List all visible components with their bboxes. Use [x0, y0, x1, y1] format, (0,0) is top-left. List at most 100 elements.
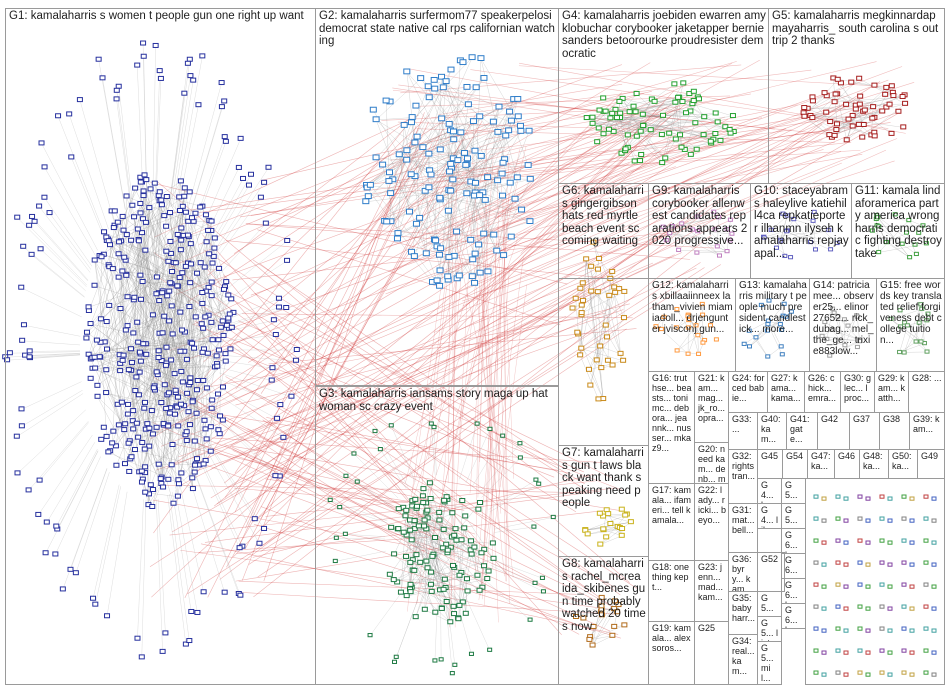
edge	[406, 132, 461, 152]
group-label-g35: G35: baby harr...	[732, 593, 756, 623]
edge	[192, 122, 891, 214]
edge	[95, 368, 162, 404]
group-label-g22: G22: lady... ricki... beyo...	[698, 485, 727, 525]
edge	[414, 570, 463, 603]
group-label-g48: G48: ka...	[863, 451, 886, 471]
edge	[184, 82, 222, 221]
edge	[198, 122, 490, 245]
group-label-g50: G50: ka...	[892, 451, 915, 471]
edge	[227, 349, 555, 478]
edge	[389, 172, 435, 241]
edge	[225, 240, 608, 279]
group-label-g54: G54	[786, 451, 804, 461]
edge	[496, 168, 507, 582]
edge	[390, 117, 763, 161]
edge	[621, 133, 716, 154]
edge	[17, 217, 87, 287]
edge	[241, 114, 431, 296]
edge	[25, 352, 81, 356]
edge	[194, 320, 587, 590]
group-box-g28: G28: ...	[908, 371, 945, 413]
group-label-g36: G36: byry... kam...	[732, 554, 755, 592]
edge	[393, 554, 447, 603]
edge	[426, 512, 455, 538]
edge	[188, 307, 190, 386]
group-box-g31: G31: mat... bell...	[728, 503, 758, 553]
edge	[198, 457, 240, 549]
edge	[150, 182, 568, 285]
edge	[219, 354, 296, 362]
edge	[458, 255, 479, 453]
edge	[137, 437, 180, 485]
edge	[124, 257, 172, 307]
edge	[474, 196, 503, 284]
edge	[430, 175, 473, 277]
edge	[99, 357, 132, 458]
node	[574, 329, 581, 335]
group-box-g4x: G4... ka...	[757, 478, 782, 504]
edge	[244, 386, 615, 588]
edge	[675, 126, 726, 140]
edge	[411, 174, 494, 236]
edge	[480, 58, 521, 127]
edge	[447, 541, 472, 554]
edge	[169, 210, 181, 414]
edge	[366, 147, 424, 186]
edge	[254, 293, 585, 484]
edge	[213, 256, 228, 326]
edge	[260, 264, 721, 552]
edge	[636, 99, 700, 137]
edge	[345, 533, 386, 537]
group-label-g40: G40: kam...	[761, 414, 784, 444]
edge	[253, 254, 675, 455]
edge	[400, 510, 407, 593]
edge	[117, 349, 132, 405]
edge	[213, 411, 280, 477]
node	[597, 343, 604, 349]
group-box-g16: G16: truthse... beasts... tonimc... debo…	[648, 371, 695, 484]
edge	[122, 216, 197, 465]
group-label-g26: G26: chick... emra...	[808, 373, 837, 403]
edge	[413, 238, 518, 541]
edge	[450, 130, 503, 197]
edge	[103, 254, 191, 284]
edge	[483, 294, 499, 623]
edge	[206, 420, 224, 440]
edge	[390, 70, 452, 194]
edge	[207, 115, 414, 276]
edge	[365, 183, 511, 203]
edge	[132, 205, 155, 387]
edge	[106, 240, 208, 389]
edge	[397, 70, 452, 234]
edge	[218, 378, 281, 406]
group-label-g49: G49	[921, 451, 939, 461]
edge	[174, 56, 203, 210]
edge	[224, 267, 697, 490]
edge	[369, 589, 405, 636]
edge	[88, 343, 144, 355]
edge	[403, 125, 427, 254]
edge	[122, 271, 180, 279]
group-box-g50: G50: ka...	[888, 449, 918, 479]
group-box-g6z: G6... ka...	[781, 578, 806, 604]
node	[587, 382, 594, 388]
edge	[123, 355, 161, 480]
edge	[196, 405, 602, 604]
edge	[357, 481, 393, 508]
edge	[622, 98, 641, 132]
edge	[154, 386, 213, 401]
group-box-g15: G15: free words key translated relief fo…	[876, 278, 945, 372]
edge	[134, 188, 218, 365]
edge	[470, 221, 531, 241]
edge	[124, 372, 140, 431]
edge	[483, 149, 887, 332]
edge	[393, 93, 644, 176]
edge	[235, 303, 630, 406]
edge	[480, 153, 744, 233]
edge	[592, 111, 691, 125]
edge	[439, 149, 861, 178]
node	[585, 366, 592, 372]
edge	[461, 104, 798, 174]
edge	[405, 223, 451, 536]
edge	[133, 333, 226, 362]
